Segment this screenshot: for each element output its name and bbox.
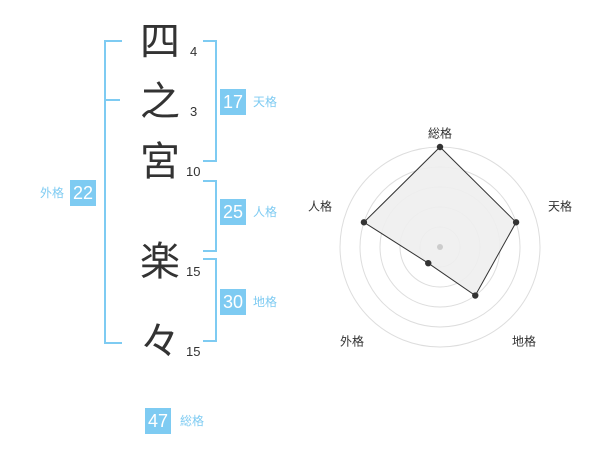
- gaikaku-label: 外格: [40, 186, 65, 200]
- radar-point-1: [436, 143, 444, 151]
- radar-axis-label-4: 外格: [340, 334, 364, 349]
- jinkaku-value: 25: [220, 199, 247, 225]
- radar-axis-label-5: 人格: [308, 199, 332, 214]
- stroke-count-2: 3: [190, 104, 198, 119]
- soukaku-value: 47: [145, 408, 172, 434]
- name-char-5: 々: [140, 319, 180, 365]
- gaikaku-value: 22: [70, 180, 97, 206]
- tenkaku-value: 17: [220, 89, 247, 115]
- radar-axis-label-3: 地格: [512, 334, 536, 349]
- chikaku-bracket: [203, 258, 217, 342]
- gaikaku-bracket: [104, 40, 122, 344]
- radar-point-4: [425, 259, 432, 267]
- stroke-count-1: 4: [190, 44, 198, 59]
- chikaku-value: 30: [220, 289, 247, 315]
- jinkaku-label: 人格: [253, 205, 278, 219]
- radar-point-5: [360, 219, 368, 226]
- jinkaku-bracket: [203, 180, 217, 252]
- stroke-count-4: 15: [186, 264, 201, 279]
- tenkaku-label: 天格: [253, 95, 278, 109]
- name-char-2: 之: [140, 79, 180, 125]
- stroke-count-5: 15: [186, 344, 201, 359]
- name-char-3: 宮: [140, 139, 180, 185]
- name-char-4: 楽: [140, 239, 180, 285]
- chikaku-label: 地格: [253, 295, 278, 309]
- radar-axis-label-2: 天格: [548, 199, 572, 214]
- radar-center: [437, 244, 443, 250]
- radar-point-3: [472, 292, 479, 299]
- stroke-count-3: 10: [186, 164, 201, 179]
- tenkaku-bracket: [203, 40, 217, 162]
- radar-point-2: [512, 219, 520, 226]
- soukaku-label: 総格: [180, 414, 205, 428]
- radar-axis-label-1: 総格: [428, 126, 452, 141]
- name-char-1: 四: [140, 19, 180, 65]
- gaikaku-bracket-tick: [104, 99, 120, 101]
- radar-area: [363, 146, 517, 297]
